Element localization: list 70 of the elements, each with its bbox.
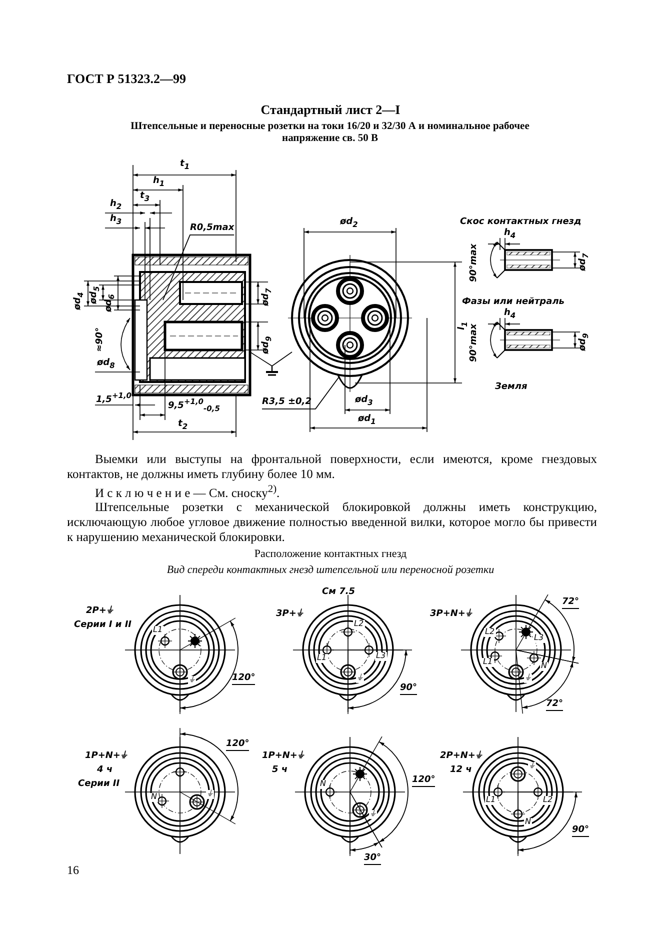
sheet-title: Стандартный лист 2—I (260, 103, 402, 118)
dimension-label: h$_{4}$ (504, 309, 516, 320)
sheet-subtitle: Штепсельные и переносные розетки на токи 16/20 и 32/30 А и номинальное рабочее напряжение св. 50 В (130, 121, 530, 144)
angle-label: 72° (546, 700, 564, 711)
reference-note: См 7.5 (322, 588, 356, 598)
dimension-label: h$_{3}$ (110, 215, 122, 226)
pin-label: ⏚ (528, 762, 536, 771)
paragraph: Выемки или выступы на фронтальной поверхности, если имеются, кроме гнездовых контактов, не должны иметь глубину более 10 мм. (67, 452, 597, 482)
pin-label: N (540, 662, 548, 671)
detail-caption: Фазы или нейтраль (462, 298, 564, 308)
angle-label: 120° (226, 740, 250, 751)
dimension-label: 1,5$^{+1,0}$ (96, 392, 132, 406)
section-heading: Расположение контактных гнезд (253, 548, 408, 560)
pin-label: L1 (482, 658, 494, 667)
angle-label: 30° (364, 854, 382, 865)
socket-type-label: 2P+N+⏚ (440, 752, 482, 762)
pin-label: L2 (353, 620, 365, 629)
angle-label: 72° (562, 598, 580, 609)
angle-label: 120° (232, 674, 256, 685)
pin-label: N (319, 780, 327, 789)
pin-label: L2 (542, 796, 554, 805)
dimension-label: 90°max (470, 324, 480, 362)
pin-label: L3 (375, 652, 387, 661)
pin-label: L1 (316, 654, 328, 663)
socket-type-label: 1P+N+⏚ (85, 752, 126, 762)
pin-label: L1 (152, 626, 164, 635)
angle-label: 90° (400, 684, 418, 695)
pin-label: N (150, 793, 158, 802)
pin-label: L2 (484, 628, 496, 637)
socket-type-label: Серии II (78, 780, 120, 790)
pin-label: ⏚ (356, 674, 364, 683)
dimension-label: h$_{2}$ (110, 200, 122, 212)
dimension-label: t$_{1}$ (180, 160, 190, 172)
leader-line (262, 376, 340, 410)
pin-label: L1 (485, 796, 497, 805)
dimension-label: R0,5max (190, 224, 234, 234)
pin-label: N (524, 818, 532, 827)
detail-caption: Земля (495, 383, 528, 393)
dimension-label: ød$_{1}$ (358, 415, 376, 426)
pin-label: ⏚ (188, 676, 196, 685)
socket-type-label: 3P+⏚ (276, 610, 302, 620)
paragraph: И с к л ю ч е н и е — См. сноску$^{2)}$. (94, 483, 281, 502)
socket-type-label: 12 ч (450, 766, 472, 776)
socket-type-label: 3P+N+⏚ (430, 610, 472, 620)
detail-caption: Скос контактных гнезд (460, 218, 582, 228)
page-header: ГОСТ Р 51323.2—99 (67, 72, 186, 86)
dimension-label: ød$_{8}$ (97, 359, 115, 370)
view-caption: Вид спереди контактных гнезд штепсельной или переносной розетки (166, 564, 496, 576)
socket-type-label: 1P+N+⏚ (262, 752, 304, 762)
dimension-label: ≈90° (96, 327, 106, 352)
dimension-label: h$_{1}$ (153, 177, 165, 188)
dimension-label: 90°max (470, 244, 480, 282)
leader-line (162, 234, 235, 300)
socket-type-label: 2P+⏚ (86, 607, 112, 617)
pin-label: ⏚ (524, 674, 532, 683)
page-number: 16 (67, 864, 79, 878)
dimension-label: h$_{4}$ (504, 229, 516, 240)
socket-type-label: 4 ч (97, 766, 113, 776)
paragraph: Штепсельные розетки с механической блокировкой должны иметь конструкцию, исключающую любое угловое движение полностью введенной вилки, которое могло бы привести к нарушению механической блокировки. (67, 500, 597, 545)
pin-label: L3 (533, 634, 545, 643)
dimension-label: t$_{2}$ (178, 420, 188, 432)
angle-label: 120° (412, 776, 436, 787)
dimension-label: ød$_{2}$ (340, 218, 358, 230)
socket-type-label: 5 ч (272, 766, 288, 776)
angle-label: 90° (572, 826, 590, 837)
dimension-label: t$_{3}$ (140, 192, 150, 204)
socket-type-label: Серии I и II (74, 621, 132, 631)
pin-label: ⏚ (369, 810, 377, 819)
pin-label: ⏚ (206, 790, 214, 799)
dimension-label: ød$_{3}$ (355, 396, 373, 408)
